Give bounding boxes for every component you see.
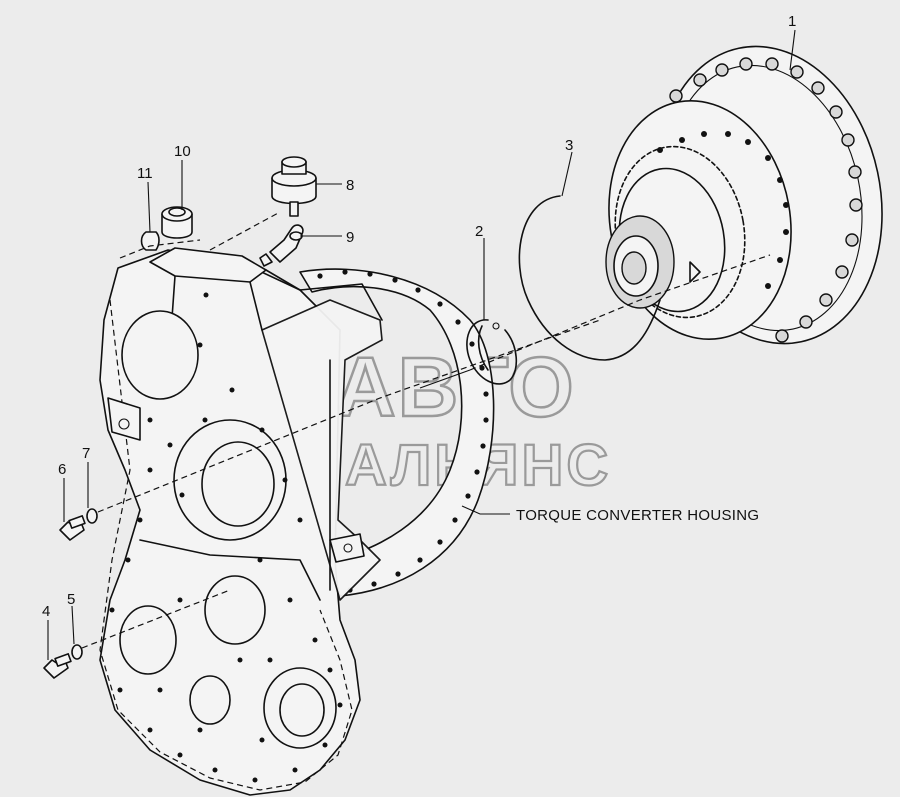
callout-5: 5 <box>67 591 75 608</box>
gasket-disc <box>518 195 661 361</box>
snap-ring <box>466 319 518 385</box>
callout-10: 10 <box>174 143 191 160</box>
callout-3: 3 <box>565 137 573 154</box>
leader-lines <box>47 29 796 660</box>
torque-converter-assembly <box>605 45 883 345</box>
housing-bolt-holes <box>109 292 343 783</box>
callout-numbers: 1 2 3 4 5 6 7 8 9 10 11 <box>42 13 796 620</box>
callout-6: 6 <box>58 461 66 478</box>
breather-cap <box>271 156 317 217</box>
torque-converter-housing <box>99 247 495 796</box>
callout-8: 8 <box>346 177 354 194</box>
callout-11: 11 <box>137 165 153 182</box>
bolt-lower <box>43 644 83 679</box>
plug-washer <box>140 231 160 251</box>
callout-1: 1 <box>788 13 796 30</box>
bolt-upper <box>59 508 98 541</box>
plug <box>161 206 193 239</box>
callout-9: 9 <box>346 229 354 246</box>
housing-label: TORQUE CONVERTER HOUSING <box>516 507 759 524</box>
bell-flange-bolts <box>317 269 489 593</box>
converter-flange-bolts <box>669 57 863 343</box>
callout-4: 4 <box>42 603 50 620</box>
callout-7: 7 <box>82 445 90 462</box>
elbow-fitting <box>259 224 304 267</box>
assembly-axes <box>81 211 771 649</box>
callout-2: 2 <box>475 223 483 240</box>
